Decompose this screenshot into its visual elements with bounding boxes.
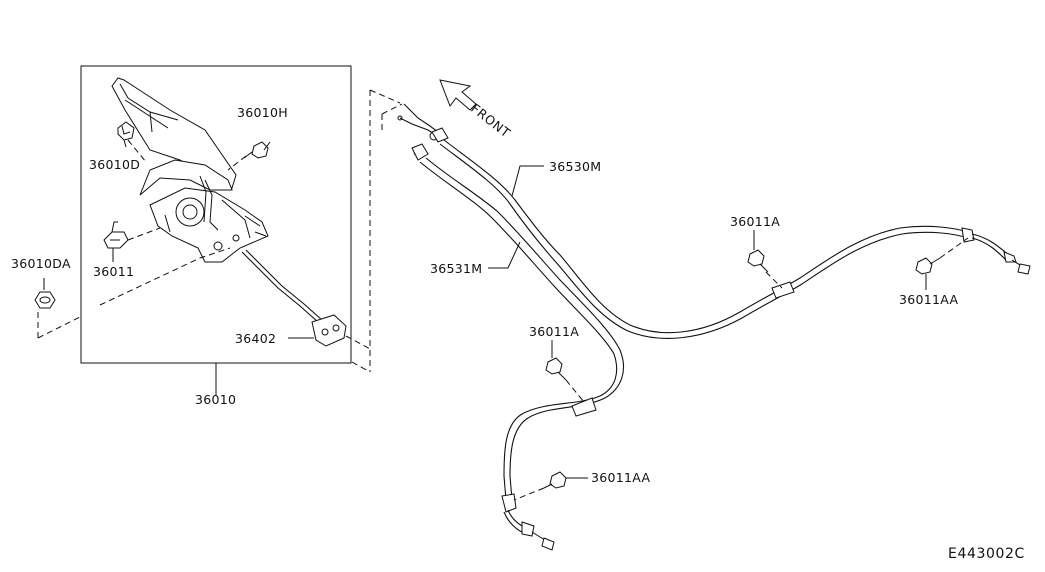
equalizer-36402 (311, 314, 347, 347)
lever-front-cable (241, 249, 347, 347)
bolt-36011aa-bottom-icon (543, 471, 567, 489)
label-36011aa-bottom: 36011AA (591, 470, 650, 485)
front-label: FRONT (468, 101, 513, 141)
label-36530m: 36530M (549, 159, 601, 174)
cable-clip-center (571, 397, 597, 417)
label-36010h: 36010H (237, 105, 288, 120)
label-36010da: 36010DA (11, 256, 71, 271)
bolt-36011a-right-icon (747, 249, 769, 273)
bolt-36011aa-right-icon (915, 257, 941, 275)
clip-36010d-icon (117, 121, 135, 141)
label-36010d: 36010D (89, 157, 140, 172)
label-36402: 36402 (235, 331, 276, 346)
bolt-36011a-center-icon (545, 357, 567, 381)
cable-clip-right (771, 281, 795, 299)
label-36011a-right: 36011A (730, 214, 780, 229)
rear-cables (397, 103, 1031, 551)
label-36011: 36011 (93, 264, 134, 279)
bracket-36011-icon (103, 221, 129, 249)
label-36011aa-right: 36011AA (899, 292, 958, 307)
parking-brake-lever (111, 77, 269, 263)
drawing-code: E443002C (948, 546, 1025, 562)
front-direction-arrow-icon (439, 79, 477, 111)
label-36011a-center: 36011A (529, 324, 579, 339)
label-36010: 36010 (195, 392, 236, 407)
nut-36010da-icon (34, 291, 56, 309)
label-36531m: 36531M (430, 261, 482, 276)
